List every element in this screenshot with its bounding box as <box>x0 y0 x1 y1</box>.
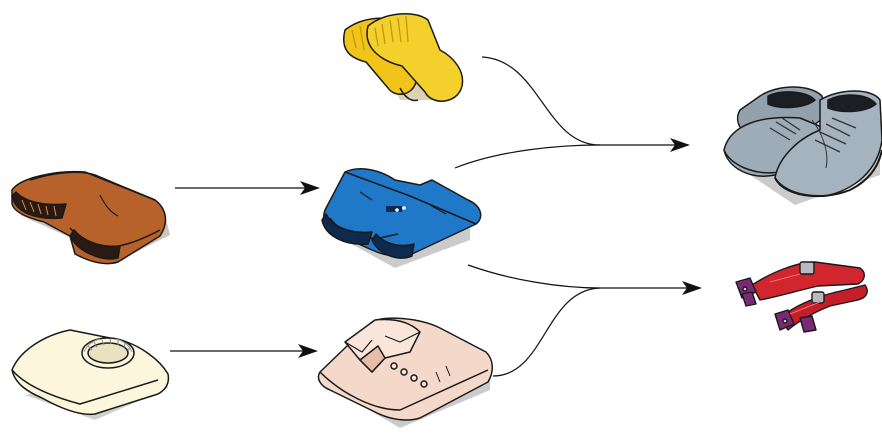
edge-trousers-to-shoes <box>454 144 601 169</box>
pink-shirt-icon <box>317 317 493 428</box>
blue-trousers-icon <box>321 168 482 268</box>
red-suspenders-icon <box>735 261 868 333</box>
edge-socks-to-shoes <box>481 56 690 152</box>
gray-shoes-icon <box>723 86 882 205</box>
edge-shirt-to-suspenders <box>492 287 601 377</box>
cream-tshirt-icon <box>11 329 170 420</box>
edge-trousers-to-suspenders <box>467 264 702 295</box>
brown-shorts-icon <box>11 170 170 265</box>
yellow-socks-icon <box>343 13 464 102</box>
